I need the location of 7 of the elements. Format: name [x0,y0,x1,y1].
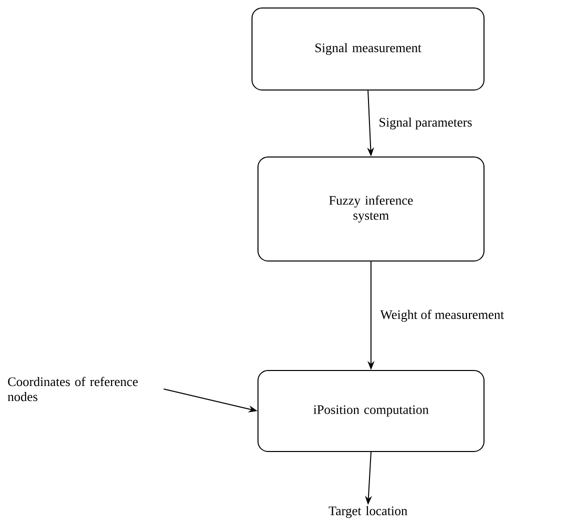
process-box: iPosition computation [258,370,484,452]
process-box: Signal measurement [252,8,484,90]
text-label: Target location [328,506,408,518]
process-box: Fuzzy inference system [258,156,484,262]
edge-label: Signal parameters [378,116,474,130]
text-label: Coordinates of reference nodes [8,376,138,402]
edge-label: Weight of measurement [379,308,506,323]
